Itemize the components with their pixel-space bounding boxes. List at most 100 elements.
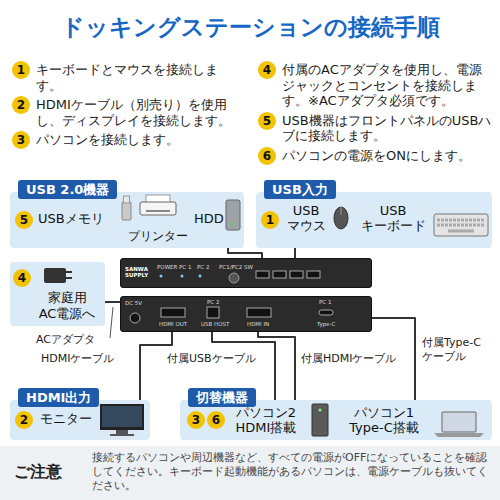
step-text: パソコンを接続します。 — [36, 132, 241, 148]
step-text: USB機器はフロントパネルのUSBハブに接続します。 — [282, 113, 492, 144]
dock-front-parts — [121, 259, 373, 289]
tv-screen — [102, 406, 142, 427]
port-label: PC1/PC2 SW — [219, 264, 253, 270]
node-text: USB キーボード — [358, 203, 428, 233]
dock-back: DC 5VHDMI OUTPC 2USB HOSTHDMI INPC 1Type… — [120, 296, 372, 332]
cable-connector — [294, 248, 296, 258]
node-text: パソコン1 Type-C搭載 — [347, 405, 421, 435]
led — [181, 275, 184, 278]
port-label: PC 2 — [207, 299, 219, 305]
hdmi-port — [161, 308, 185, 317]
node-text: HDD — [194, 211, 224, 226]
keyboard-keys — [437, 219, 485, 222]
cable-label: 付属HDMIケーブル — [300, 352, 397, 366]
device-label: USB キーボード — [356, 202, 430, 234]
step-number: 5 — [258, 112, 276, 130]
caution-note: ご注意接続するパソコンや周辺機器など、すべての電源がOFFになっていることを確認… — [0, 446, 500, 500]
callout-number: 6 — [207, 411, 225, 429]
diagram-title: ドッキングステーションの接続手順 — [0, 12, 500, 42]
step-number: 6 — [258, 147, 276, 165]
usb-port — [256, 271, 269, 278]
step-text: HDMIケーブル（別売り）を使用し、ディスプレイを接続します。 — [36, 97, 241, 128]
device-label: HDD — [192, 210, 226, 227]
cable-connector — [140, 332, 172, 400]
device-label: プリンター — [126, 228, 190, 245]
device-label: USBメモリ — [36, 210, 106, 227]
printer-slot — [146, 210, 170, 212]
pc-tower-icon — [312, 404, 328, 436]
port-label: PC 2 — [197, 264, 209, 270]
cable-label: 付属Type-C ケーブル — [421, 336, 497, 364]
usb-stick-icon — [122, 202, 131, 220]
panel-tab: HDMI出力 — [18, 388, 99, 407]
panel-tab: 切替機器 — [188, 388, 256, 407]
adapter-body — [44, 268, 66, 283]
usb-port — [307, 271, 320, 278]
step-text: キーボードとマウスを接続します。 — [36, 62, 241, 93]
tv-stand — [116, 430, 128, 434]
callout-number: 2 — [15, 411, 33, 429]
usb-port — [273, 271, 286, 278]
usb2-device-panel: USB 2.0機器USBメモリプリンターHDD — [10, 192, 244, 248]
usb-port — [290, 271, 303, 278]
cable-label: 付属USBケーブル — [166, 352, 257, 366]
dock-front: SANWA SUPPLY POWERPC 1 PC 2 PC1/PC2 SW — [120, 258, 372, 288]
mouse-button-line — [341, 207, 342, 215]
usb-stick-plug — [124, 196, 130, 203]
dc-jack — [130, 313, 140, 323]
printer-icon — [140, 202, 176, 215]
callout-number: 1 — [261, 211, 279, 229]
step-number: 2 — [12, 96, 30, 114]
adapter-prong — [66, 271, 72, 273]
pc-power-led — [319, 409, 322, 412]
pc-label: パソコン2 HDMI搭載 — [232, 404, 300, 436]
callout-number: 3 — [187, 411, 205, 429]
step-text: 付属のACアダプタを使用し、電源ジャックとコンセントを接続します。※ACアダプタ… — [282, 62, 492, 109]
port-label: HDMI IN — [247, 321, 269, 327]
port-label: PC 1 — [319, 299, 331, 305]
adapter-prong — [66, 277, 72, 279]
device-label: モニター — [38, 410, 94, 427]
cable-label: HDMIケーブル — [40, 352, 115, 366]
port-label: Type-C — [317, 321, 335, 327]
port-label: DC 5V — [125, 300, 142, 306]
keyboard-spacebar — [448, 230, 474, 233]
node-text: USBメモリ — [38, 211, 104, 226]
device-label: USB マウス — [282, 202, 330, 234]
port-label: PC 1 — [179, 264, 191, 270]
note-body: 接続するパソコンや周辺機器など、すべての電源がOFFになっていることを確認してく… — [92, 451, 490, 493]
tv-base — [110, 434, 134, 436]
node-text: パソコン2 HDMI搭載 — [234, 405, 298, 435]
switch-device-panel: 切替機器パソコン2 HDMI搭載パソコン1 Type-C搭載 — [180, 400, 492, 440]
brand-logo: SANWA SUPPLY — [125, 266, 151, 278]
led — [199, 275, 202, 278]
node-text: USB マウス — [284, 203, 328, 233]
hdd-led — [232, 223, 235, 226]
pc-label: パソコン1 Type-C搭載 — [345, 404, 423, 436]
port-label: POWER — [157, 264, 177, 270]
callout-number: 5 — [15, 211, 33, 229]
node-text: プリンター — [128, 229, 188, 244]
cable-connector — [228, 248, 262, 258]
hdmi-port — [247, 308, 271, 317]
laptop-base — [434, 433, 484, 437]
step-number: 1 — [12, 61, 30, 79]
usb-input-panel: USB入力USB マウスUSB キーボード — [256, 192, 492, 248]
usb-b-port — [207, 307, 219, 318]
node-text: モニター — [40, 411, 92, 426]
step-number: 4 — [258, 61, 276, 79]
tv-frame — [100, 404, 144, 430]
leader-line — [110, 307, 113, 338]
panel-tab: USB 2.0機器 — [18, 180, 117, 199]
switch-button — [229, 273, 239, 283]
keyboard-icon — [434, 214, 488, 236]
hdd-icon — [226, 200, 240, 230]
power-label: 家庭用 AC電源へ — [34, 290, 100, 322]
part-label: ACアダプタ — [36, 333, 95, 347]
step-text: パソコンの電源をONにします。 — [282, 148, 492, 164]
laptop-screen — [442, 412, 476, 432]
keyboard-keys — [437, 224, 485, 227]
step-number: 3 — [12, 131, 30, 149]
port-label: USB HOST — [201, 321, 229, 327]
